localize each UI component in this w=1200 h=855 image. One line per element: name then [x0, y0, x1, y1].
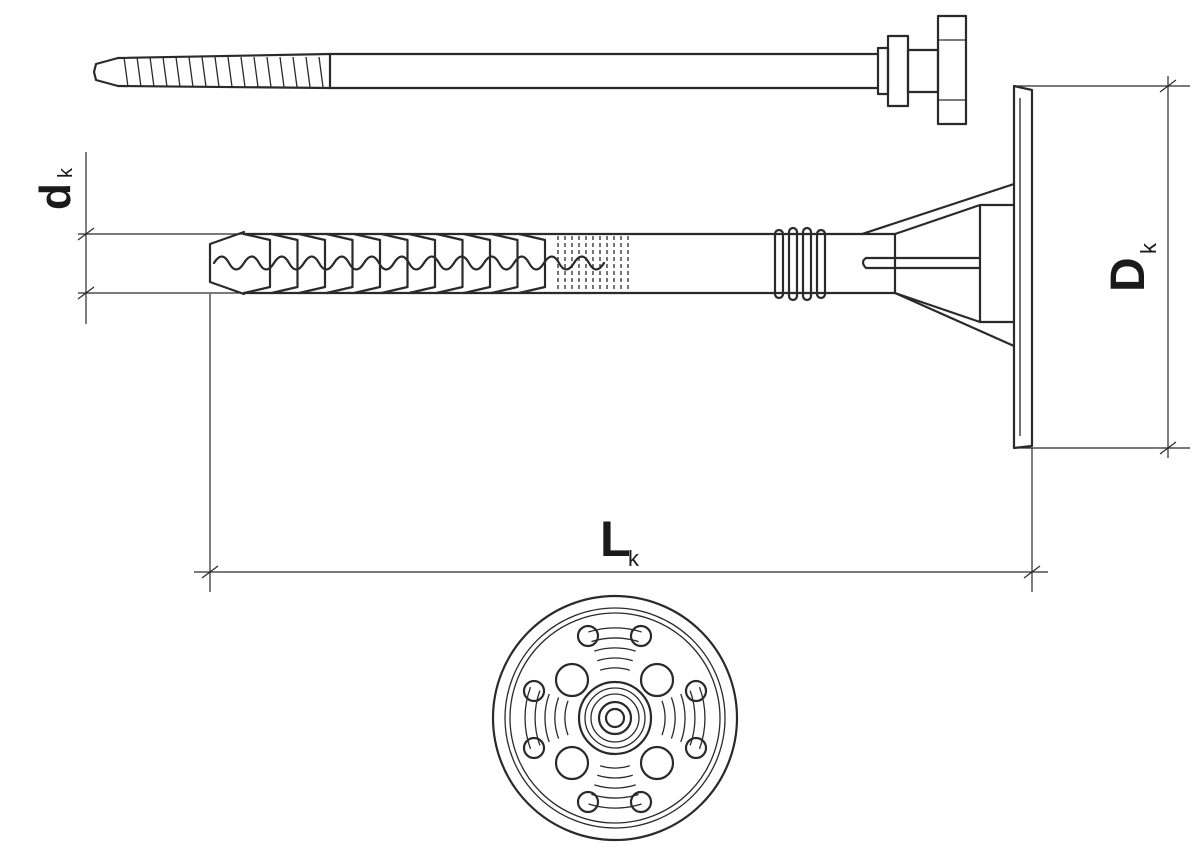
plate-rib-arc [534, 690, 541, 746]
plate-rib-arc [689, 690, 696, 746]
plate-concentric-ribs [524, 627, 706, 809]
plate-hole-small [522, 679, 546, 703]
plate-rib-arc [597, 657, 633, 662]
nail-thread [162, 56, 168, 88]
plate-rib-arc [564, 700, 569, 736]
plate-rib-arc [680, 693, 686, 743]
dimension-d-subscript: k [55, 167, 77, 178]
nail-thread [240, 56, 246, 88]
nail-thread-lines [123, 56, 324, 88]
plate-rib-arc [600, 765, 630, 769]
anchor-barb [380, 232, 409, 295]
plate-rib-arc [554, 697, 560, 739]
plate-hole-large [554, 662, 590, 698]
anchor-ring-grooves [773, 226, 827, 302]
anchor-barb [297, 232, 327, 295]
dimension-L-subscript: k [628, 546, 640, 571]
plate-hole-small [576, 624, 600, 648]
anchor-barb [325, 232, 354, 295]
grip-zone-hatching [557, 236, 629, 292]
dimension-d: d k [31, 152, 244, 324]
plate-rib-arc [588, 627, 642, 633]
nail-thread [279, 56, 285, 88]
plate-hole-small [629, 624, 653, 648]
anchor-barb [352, 232, 382, 295]
anchor-barb [435, 232, 464, 295]
anchor-barb [517, 232, 547, 295]
plate-hole-small [522, 736, 546, 760]
dimension-L-label: L [600, 511, 631, 567]
plate-rib-arc [600, 667, 630, 671]
anchor-barb [270, 232, 299, 295]
plate-rib-arc [661, 700, 666, 736]
plate-rib-arc [594, 784, 636, 789]
dimension-D-subscript: k [1136, 242, 1161, 254]
nail-thread [123, 56, 129, 88]
nail-thread [188, 56, 194, 88]
expansion-nail [92, 14, 968, 126]
d-symbol: d [31, 183, 80, 210]
nail-thread [136, 56, 142, 88]
anchor-barbs [242, 232, 547, 295]
plate-hole-small [684, 736, 708, 760]
dimension-L: L k [194, 294, 1048, 592]
anchor-side-view [208, 84, 1034, 450]
nail-thread [227, 56, 233, 88]
plate-hole-large [639, 745, 675, 781]
anchor-barb [242, 232, 272, 295]
nail-thread [253, 56, 259, 88]
nail-thread [318, 56, 324, 88]
plate-rib-arc [597, 774, 633, 779]
plate-hole-large [639, 662, 675, 698]
nail-thread [201, 56, 207, 88]
plate-rib-arc [670, 697, 676, 739]
plate-hole-small [684, 679, 708, 703]
plate-rib-arc [544, 693, 550, 743]
plate-hole-small [629, 790, 653, 814]
nail-thread [266, 56, 272, 88]
anchor-barb [490, 232, 519, 295]
anchor-barb [407, 232, 437, 295]
nail-thread [292, 56, 298, 88]
nail-thread [175, 56, 181, 88]
dimension-D-label: D [1102, 257, 1155, 292]
dimension-d-label: d [31, 183, 80, 210]
plate-rib-arc [698, 686, 706, 750]
nail-thread [149, 56, 155, 88]
plate-hole-large [554, 745, 590, 781]
plate-holes [522, 624, 708, 814]
expansion-slot [212, 255, 606, 271]
nail-thread [214, 56, 220, 88]
nail-thread [305, 56, 311, 88]
anchor-plate-front-view [491, 594, 739, 842]
dimension-D: D k [1014, 76, 1190, 458]
plate-rib-arc [594, 647, 636, 652]
anchor-barb [462, 232, 492, 295]
plate-hole-small [576, 790, 600, 814]
plate-rib-arc [524, 686, 532, 750]
plate-rib-arc [588, 803, 642, 809]
plate-rib-arc [591, 637, 639, 643]
